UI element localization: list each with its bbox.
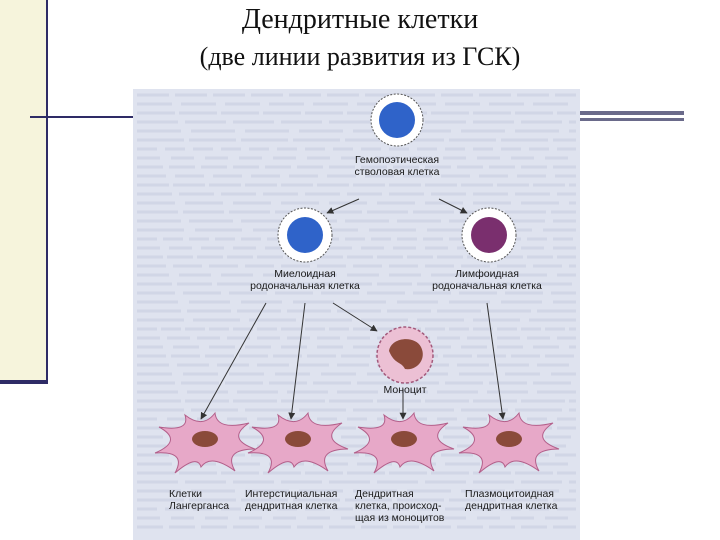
myeloid-nucleus [287, 217, 323, 253]
monocyte-cell [376, 326, 434, 384]
hsc-cell [370, 93, 424, 147]
left-accent-panel [0, 0, 46, 383]
right-divider-line-lower [580, 118, 684, 121]
arrow-hsc-to-lymphoid [438, 198, 468, 214]
label-monocyte-derived-dc-line: Дендритная [355, 488, 414, 500]
dc-nucleus [285, 431, 311, 447]
langerhans-dc-cell [154, 411, 256, 474]
label-monocyte-derived-dc-line: щая из моноцитов [355, 512, 445, 524]
slide-subtitle: (две линии развития из ГСК) [199, 42, 521, 71]
label-plasmacytoid-dc-line: Плазмоцитоидная [465, 488, 554, 500]
left-accent-bottom-rule [0, 380, 48, 384]
arrow-myeloid-to-interstitial [288, 302, 306, 420]
label-langerhans-line: Лангерганса [169, 500, 229, 512]
label-myeloid-progenitor-line: родоначальная клетка [250, 280, 360, 292]
label-monocyte-line: Моноцит [383, 384, 426, 396]
label-monocyte-derived-dc-line: клетка, происход- [355, 500, 442, 512]
arrow-hsc-to-myeloid [326, 198, 360, 214]
label-myeloid-progenitor-line: Миелоидная [274, 268, 336, 280]
arrow-myeloid-to-monocyte [332, 302, 378, 332]
label-interstitial-dc-line: дендритная клетка [245, 500, 338, 512]
label-monocyte: Моноцит [383, 384, 426, 396]
arrows [200, 198, 506, 420]
myeloid-progenitor-cell [277, 207, 333, 263]
label-lymphoid-progenitor-line: родоначальная клетка [432, 280, 542, 292]
label-interstitial-dc-line: Интерстициальная [245, 488, 337, 500]
label-lymphoid-progenitor-line: Лимфоидная [455, 268, 519, 280]
lymphoid-progenitor-cell [461, 207, 517, 263]
arrow-myeloid-to-langerhans [200, 302, 267, 420]
hsc-nucleus [379, 102, 415, 138]
right-divider-line [580, 111, 684, 115]
arrow-lymphoid-to-plasmacytoid [486, 302, 506, 420]
plasmacytoid-dc-cell [458, 411, 560, 474]
slide-title: Дендритные клетки [241, 4, 479, 35]
dc-nucleus [192, 431, 218, 447]
label-plasmacytoid-dc-line: дендритная клетка [465, 500, 558, 512]
dc-nucleus [496, 431, 522, 447]
monocyte-nucleus [389, 339, 423, 370]
left-accent-rule [46, 0, 48, 384]
label-hsc-line: Гемопоэтическая [355, 154, 439, 166]
label-langerhans-line: Клетки [169, 488, 202, 500]
interstitial-dc-cell [247, 411, 349, 474]
label-hsc-line: стволовая клетка [355, 166, 440, 178]
dc-nucleus [391, 431, 417, 447]
left-divider-line [30, 116, 134, 118]
monocyte-derived-dc-cell [353, 411, 455, 474]
lymphoid-nucleus [471, 217, 507, 253]
